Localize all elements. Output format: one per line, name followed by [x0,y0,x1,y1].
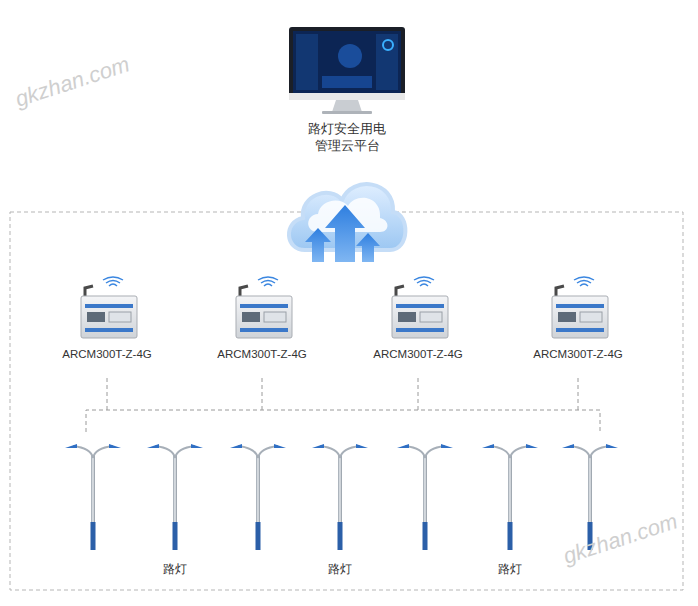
platform-label: 路灯安全用电 管理云平台 [304,121,390,155]
bus-line [86,378,600,432]
lamp-label: 路灯 [163,561,187,578]
street-lamp [230,444,286,550]
meter-device [81,277,137,338]
device-label: ARCM300T-Z-4G [533,347,622,362]
node-text: 路灯安全用电 管理云平台 [304,121,390,155]
region-border [10,212,683,590]
street-lamp [482,444,538,550]
lamp-label: 路灯 [498,561,522,578]
node-text: ARCM300T-Z-4G [373,347,462,362]
meter-device [552,277,608,338]
monitor-icon [289,27,405,114]
street-lamp [147,444,203,550]
device-label: ARCM300T-Z-4G [373,347,462,362]
meter-device [236,277,292,338]
street-lamp [312,444,368,550]
watermark: gkzhan.com [12,51,133,112]
street-lamp [397,444,453,550]
node-text: ARCM300T-Z-4G [217,347,306,362]
node-text: ARCM300T-Z-4G [62,347,151,362]
watermark: gkzhan.com [560,508,681,569]
lamp-label: 路灯 [328,561,352,578]
cloud-icon [289,184,405,262]
device-label: ARCM300T-Z-4G [62,347,151,362]
street-lamp [65,444,121,550]
meter-device [392,277,448,338]
device-label: ARCM300T-Z-4G [217,347,306,362]
node-text: ARCM300T-Z-4G [533,347,622,362]
